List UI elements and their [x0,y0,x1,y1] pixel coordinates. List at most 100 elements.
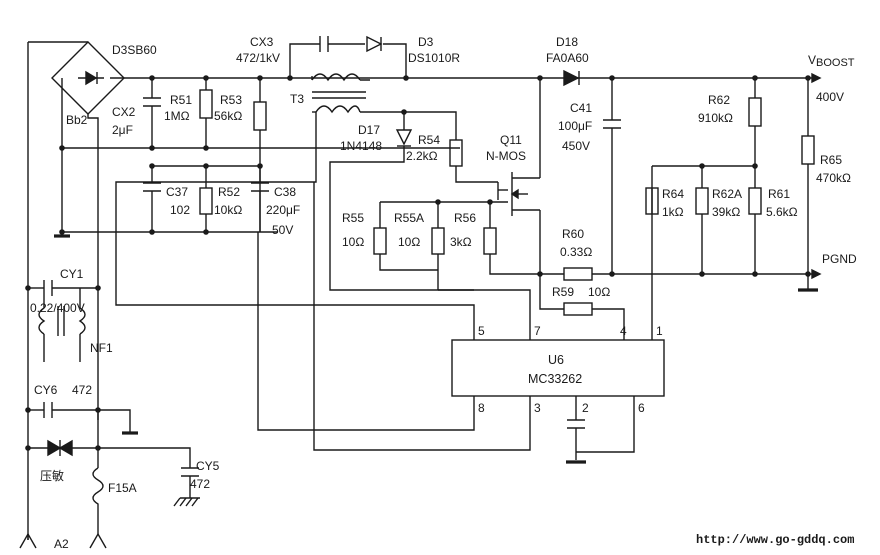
r55a-name: R55A [394,211,424,225]
junctions [25,75,811,451]
r61-name: R61 [768,187,790,201]
u6-pin8: 8 [478,401,485,415]
r59-resistor [563,302,593,316]
cy6-value: 472 [72,383,92,397]
r62-value: 910kΩ [698,111,733,125]
r62a-name: R62A [712,187,742,201]
r59-name: R59 [552,285,574,299]
u6-pin2: 2 [582,401,589,415]
r54-name: R54 [418,133,440,147]
r64-value: 1kΩ [662,205,684,219]
cx3-name: CX3 [250,35,274,49]
r60-name: R60 [562,227,584,241]
u6-value: MC33262 [528,372,582,386]
c41-capacitor [603,119,621,129]
r64-name: R64 [662,187,684,201]
ground-symbols [54,234,818,507]
r52-resistor [199,187,213,215]
a2-label: A2 [54,537,69,551]
r62-resistor [748,97,762,127]
c41-value1: 100μF [558,119,592,133]
d3-name: D3 [418,35,434,49]
u6-pin3: 3 [534,401,541,415]
c41-value2: 450V [562,139,590,153]
r54-resistor [449,139,463,167]
terminal-arrows [19,72,822,549]
u6-pin4: 4 [620,324,627,338]
r51-value: 1MΩ [164,109,190,123]
cx3-value: 472/1kV [236,51,280,65]
pin2-capacitor [567,419,585,429]
d3-diode [366,35,383,53]
c38-value2: 50V [272,223,293,237]
varistor [47,439,73,457]
cy1-name: CY1 [60,267,84,281]
cx2-value: 2μF [112,123,133,137]
c37-name: C37 [166,185,188,199]
u6-pin7: 7 [534,324,541,338]
c37-capacitor [143,182,161,192]
u6-chip [451,339,665,397]
r61-resistor [748,187,762,215]
d18-value: FA0A60 [546,51,589,65]
r62-name: R62 [708,93,730,107]
cx3-capacitor [319,36,329,52]
r62a-resistor [695,187,709,215]
r54-value: 2.2kΩ [406,149,438,163]
cy1-value: 0.22/400V [30,301,85,315]
c37-value: 102 [170,203,190,217]
d17-diode [395,129,413,147]
r52-value: 10kΩ [214,203,242,217]
u6-pin5: 5 [478,324,485,338]
nf1-choke [38,288,86,362]
pgnd-label: PGND [822,252,857,266]
r55a-value: 10Ω [398,235,420,249]
source-url: http://www.go-gddq.com [696,533,855,547]
cy5-value: 472 [190,477,210,491]
q11-mosfet [497,172,541,216]
r65-value: 470kΩ [816,171,851,185]
c38-name: C38 [274,185,296,199]
c41-name: C41 [570,101,592,115]
r51-resistor [199,89,213,119]
vboost-value: 400V [816,90,844,104]
r62a-value: 39kΩ [712,205,740,219]
r65-resistor [801,135,815,165]
bridge-label: D3SB60 [112,43,157,57]
cx2-name: CX2 [112,105,136,119]
vboost-label: VBOOST [808,53,855,69]
bb2-label: Bb2 [66,113,88,127]
d17-name: D17 [358,123,380,137]
r53-name: R53 [220,93,242,107]
r64-resistor [645,187,659,215]
r53-resistor [253,101,267,131]
q11-value: N-MOS [486,149,526,163]
cx2-capacitor [143,97,161,107]
cy5-name: CY5 [196,459,220,473]
u6-pin1: 1 [656,324,663,338]
f15a-label: F15A [108,481,137,495]
r56-value: 3kΩ [450,235,472,249]
u6-name: U6 [548,353,564,367]
f15a-fuse [92,467,104,506]
r56-resistor [483,227,497,255]
c38-capacitor [251,182,269,192]
nf1-label: NF1 [90,341,113,355]
varistor-label: 压敏 [40,468,64,483]
r55a-resistor [431,227,445,255]
d17-value: 1N4148 [340,139,382,153]
r55-value: 10Ω [342,235,364,249]
cy1-capacitor [43,280,53,296]
r60-resistor [563,267,593,281]
d18-name: D18 [556,35,578,49]
r53-value: 56kΩ [214,109,242,123]
r61-value: 5.6kΩ [766,205,798,219]
t3-transformer [311,73,370,114]
q11-name: Q11 [500,133,522,147]
r51-name: R51 [170,93,192,107]
t3-label: T3 [290,92,304,106]
u6-pin6: 6 [638,401,645,415]
r56-name: R56 [454,211,476,225]
r65-name: R65 [820,153,842,167]
